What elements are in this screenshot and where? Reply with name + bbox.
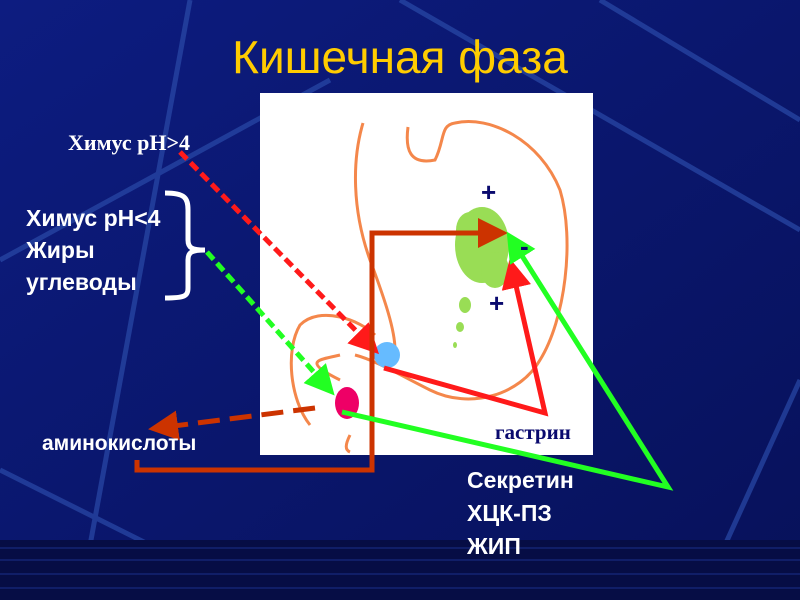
carbs-label: углеводы xyxy=(26,269,137,295)
plus-sign-bottom: + xyxy=(489,288,504,318)
fats-label: Жиры xyxy=(25,237,95,263)
secretin-pathway xyxy=(341,231,674,491)
s-cell-pink xyxy=(335,387,359,419)
amino-acids-label: аминокислоты xyxy=(42,432,196,455)
plus-sign-top: + xyxy=(481,177,496,207)
brace-icon xyxy=(164,190,206,301)
slide-title: Кишечная фаза xyxy=(232,31,568,83)
chyme-high-arrow xyxy=(178,150,380,355)
chyme-low-label: Химус pH<4 xyxy=(26,205,161,231)
gastrin-pathway xyxy=(383,258,549,417)
g-cell-blue xyxy=(374,342,400,368)
chyme-low-arrow xyxy=(205,250,335,396)
gip-label: ЖИП xyxy=(466,533,521,559)
cck-label: ХЦК-ПЗ xyxy=(467,500,552,526)
minus-sign: - xyxy=(520,231,529,261)
secretin-label: Секретин xyxy=(467,467,574,493)
amino-acid-arrow xyxy=(148,405,316,441)
amino-acid-pathway xyxy=(134,218,508,473)
gastrin-label: гастрин xyxy=(495,420,571,444)
chyme-high-label: Химус pH>4 xyxy=(68,130,190,155)
